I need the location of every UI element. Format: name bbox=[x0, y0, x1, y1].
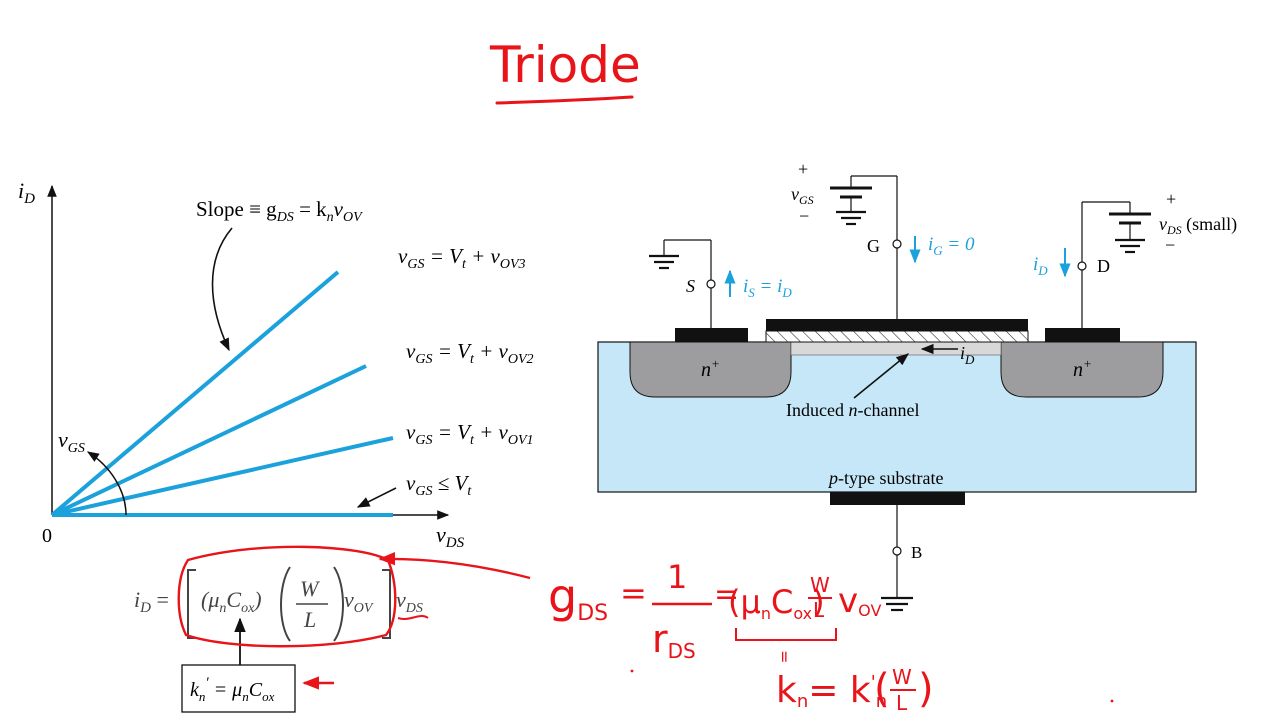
drain-label: D bbox=[1097, 256, 1110, 276]
gds-handwritten: gDS bbox=[548, 569, 608, 626]
drain-terminal bbox=[1077, 261, 1087, 271]
equation-lhs: iD = bbox=[134, 587, 169, 616]
paren-close-handwritten: ) bbox=[918, 666, 934, 712]
title-underline bbox=[495, 95, 634, 105]
gate-terminal bbox=[892, 239, 902, 249]
channel-pointer bbox=[853, 353, 909, 399]
id-label: iD bbox=[1033, 254, 1048, 278]
vds-plus: + bbox=[1166, 189, 1176, 209]
body-terminal bbox=[892, 546, 902, 556]
n-plus-drain bbox=[1000, 341, 1164, 398]
gate-oxide bbox=[765, 330, 1029, 343]
n-plus-source bbox=[629, 341, 792, 398]
right-bracket bbox=[382, 569, 391, 639]
source-terminal bbox=[706, 279, 716, 289]
ig-label: iG = 0 bbox=[928, 234, 975, 258]
vgs-plus: + bbox=[798, 159, 808, 179]
source-label: S bbox=[686, 276, 695, 296]
equation-W: W bbox=[300, 576, 320, 601]
substrate-label: p-type substrate bbox=[827, 468, 943, 488]
equation-L: L bbox=[303, 607, 316, 632]
line-vov3 bbox=[50, 270, 340, 517]
cutoff-pointer bbox=[356, 487, 397, 508]
w-handwritten: W bbox=[810, 573, 830, 597]
line-label-vov3: vGS = Vt + vOV3 bbox=[398, 244, 526, 272]
id-equation: iD = (μnCox) W L vOV vDS kn′ = μnCox bbox=[134, 566, 423, 713]
x-axis-label: vDS bbox=[436, 522, 465, 551]
paren-l-handwritten: L bbox=[896, 691, 908, 715]
kn-prime-box bbox=[181, 664, 296, 713]
drain-contact bbox=[1045, 328, 1120, 342]
origin-label: 0 bbox=[42, 525, 52, 547]
line-vov1 bbox=[51, 436, 394, 517]
paren-w-handwritten: W bbox=[892, 665, 912, 689]
line-vov2 bbox=[51, 364, 367, 517]
source-contact bbox=[675, 328, 748, 342]
vds-source-label: vDS (small) bbox=[1159, 214, 1237, 237]
left-bracket bbox=[187, 569, 196, 639]
eq1-handwritten: = bbox=[620, 574, 647, 612]
body-label: B bbox=[911, 543, 922, 562]
channel-current-label: iD bbox=[960, 343, 975, 367]
vgs-arc bbox=[86, 451, 127, 516]
l-handwritten: L bbox=[813, 598, 825, 622]
iv-plot: iD vDS 0 Slope ≡ gDS = knvOV vGS vGS = V… bbox=[18, 178, 534, 551]
kn-prime-definition: kn′ = μnCox bbox=[190, 675, 275, 704]
gds-pointer bbox=[378, 551, 531, 580]
y-axis-label: iD bbox=[18, 178, 35, 207]
body-contact bbox=[830, 492, 965, 505]
kn-handwritten: kn= k'n bbox=[776, 670, 887, 712]
n-plus-source-label: n+ bbox=[701, 356, 720, 381]
vgs-minus: − bbox=[799, 206, 809, 226]
paren-open-handwritten: ( bbox=[874, 666, 890, 712]
eq2-handwritten: = bbox=[714, 577, 739, 612]
rds-handwritten: rDS bbox=[652, 617, 696, 663]
identity-mark: = bbox=[775, 650, 794, 663]
gate-metal bbox=[766, 319, 1028, 331]
line-label-cutoff: vGS ≤ Vt bbox=[406, 471, 472, 499]
title-group: Triode bbox=[489, 36, 641, 105]
induced-channel-label: Induced n-channel bbox=[786, 400, 919, 420]
is-label: iS = iD bbox=[743, 276, 792, 300]
one-handwritten: 1 bbox=[667, 558, 687, 596]
kn-underbrace bbox=[735, 628, 837, 641]
paren-left-wl bbox=[280, 566, 291, 642]
mosfet-device: n+ n+ Induced n-channel iD p-type substr… bbox=[597, 159, 1237, 612]
line-label-vov2: vGS = Vt + vOV2 bbox=[406, 339, 534, 367]
n-plus-drain-label: n+ bbox=[1073, 356, 1092, 381]
vds-minus: − bbox=[1165, 235, 1175, 255]
line-label-vov1: vGS = Vt + vOV1 bbox=[406, 420, 534, 448]
slope-label: Slope ≡ gDS = knvOV bbox=[196, 197, 363, 225]
ellipse-bracket-term bbox=[177, 545, 397, 648]
vds-squiggle bbox=[397, 615, 429, 620]
stray-dot-2 bbox=[1110, 699, 1114, 703]
vgs-source-label: vGS bbox=[791, 184, 814, 207]
gate-label: G bbox=[867, 236, 880, 256]
paren-right-wl bbox=[333, 566, 344, 642]
mucox-handwritten: (μnCox) bbox=[728, 583, 825, 623]
vgs-arc-label: vGS bbox=[58, 427, 85, 456]
slope-pointer bbox=[211, 227, 233, 352]
vov-handwritten: vOV bbox=[838, 581, 881, 621]
handwritten-annotations: gDS = 1 rDS = (μnCox) W L vOV = kn= k'n … bbox=[177, 545, 1114, 715]
equation-vds: vDS bbox=[396, 587, 423, 616]
stray-dot-1 bbox=[630, 669, 634, 673]
handwritten-title: Triode bbox=[489, 36, 641, 94]
equation-vov: vOV bbox=[344, 587, 374, 616]
equation-mu-cox: (μnCox) bbox=[201, 587, 262, 616]
